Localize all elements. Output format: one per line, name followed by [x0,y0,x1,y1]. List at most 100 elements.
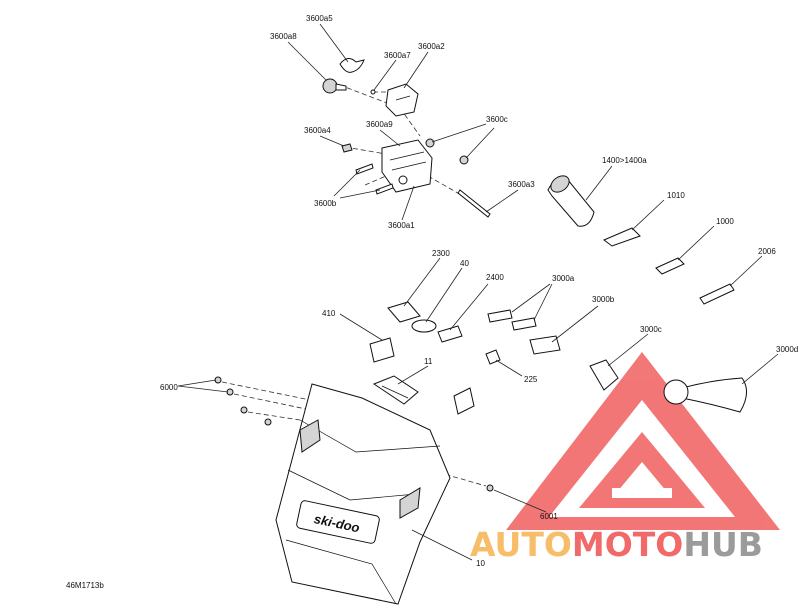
leader-line [319,135,345,147]
label-10: 10 [476,559,485,568]
watermark-text: AUTOMOTOHUB [470,525,763,564]
screw-icon [486,484,494,492]
label-3600a1: 3600a1 [388,221,415,230]
leader-line [411,529,473,561]
pad-icon [655,257,685,275]
leader-line [741,353,779,385]
leader-line [495,359,523,377]
pin-head-icon [322,78,338,94]
hood-detail [287,469,417,501]
label-40: 40 [460,259,469,268]
leader-line [339,313,383,341]
hood-detail [285,539,397,605]
label-3600a8: 3600a8 [270,32,297,41]
label-3600a2: 3600a2 [418,42,445,51]
leader-line [551,305,599,343]
leader-line [449,283,489,331]
bolt-icon [355,163,374,175]
diagram-reference-code: 46M1713b [66,581,104,590]
horn-icon [681,377,747,413]
leader-line [631,199,665,231]
label-3600a9: 3600a9 [366,120,393,129]
panel-icon [453,387,475,415]
label-3000b: 3000b [592,295,615,304]
leader-line [333,169,381,199]
strip-icon [487,309,513,323]
label-1400: 1400>1400a [602,156,647,165]
assembly-axis-line [344,146,387,155]
label-3000d: 3000d [776,345,798,354]
watermark-text-moto: MOTO [572,525,683,564]
bracket-detail [395,95,411,101]
label-6001: 6001 [540,512,558,521]
label-3000a: 3000a [552,274,575,283]
label-410: 410 [322,309,336,318]
vent-icon [372,375,419,405]
strip-icon [511,317,537,331]
leader-line [177,379,229,393]
label-3600a7: 3600a7 [384,51,411,60]
rod-icon [457,189,491,218]
horn-bell-icon [663,379,689,405]
assembly-axis-line [364,175,387,186]
spring-clip-icon [339,58,365,73]
label-2300: 2300 [432,249,450,258]
label-2006: 2006 [758,247,776,256]
vent-detail [381,385,409,399]
label-3600c: 3600c [486,115,508,124]
label-225: 225 [524,375,538,384]
small-pin-icon [370,89,376,95]
label-3000c: 3000c [640,325,662,334]
leader-line [493,489,547,513]
label-3600a3: 3600a3 [508,180,535,189]
pad-icon [603,227,641,247]
decal-icon [387,301,421,323]
label-6000: 6000 [160,383,178,392]
leader-line [585,165,613,201]
label-1000: 1000 [716,217,734,226]
leader-line [511,283,553,321]
decal-icon [437,325,463,343]
leader-line [403,51,429,89]
assembly-axis-line [399,107,421,137]
label-3600b: 3600b [314,199,337,208]
leader-line [729,255,763,287]
hood-panel-icon [275,383,451,605]
watermark-text-hub: HUB [683,525,763,564]
pin-shaft-icon [335,83,347,91]
label-1010: 1010 [667,191,685,200]
hood-vent-icon [299,419,321,453]
hitch-block-icon [381,139,433,193]
label-3600a5: 3600a5 [306,14,333,23]
leader-line [485,189,519,213]
screw-icon [264,418,272,426]
leader-line [607,333,649,367]
hood-vent-icon [399,487,421,519]
nut-icon [341,143,353,153]
gauge-icon [411,319,437,333]
clip-icon [485,349,501,365]
label-11: 11 [424,357,433,366]
hitch-hole-icon [398,175,408,185]
nut-icon [425,138,435,148]
leader-line [677,225,715,261]
switch-icon [589,359,619,391]
leader-line [401,185,415,221]
leader-line [379,129,401,147]
decal-icon [699,283,735,305]
bracket-icon [385,83,419,117]
cylinder-end-icon [550,175,570,193]
leader-line [397,365,429,385]
label-2400: 2400 [486,273,504,282]
watermark-logo-icon [506,352,780,530]
label-3600a4: 3600a4 [304,126,331,135]
leader-line [403,257,441,307]
panel-icon [369,337,395,363]
strip-icon [529,335,561,355]
hitch-block-detail [389,151,427,171]
leader-line [319,23,349,63]
leader-line [431,123,495,159]
watermark-text-auto: AUTO [470,525,572,564]
